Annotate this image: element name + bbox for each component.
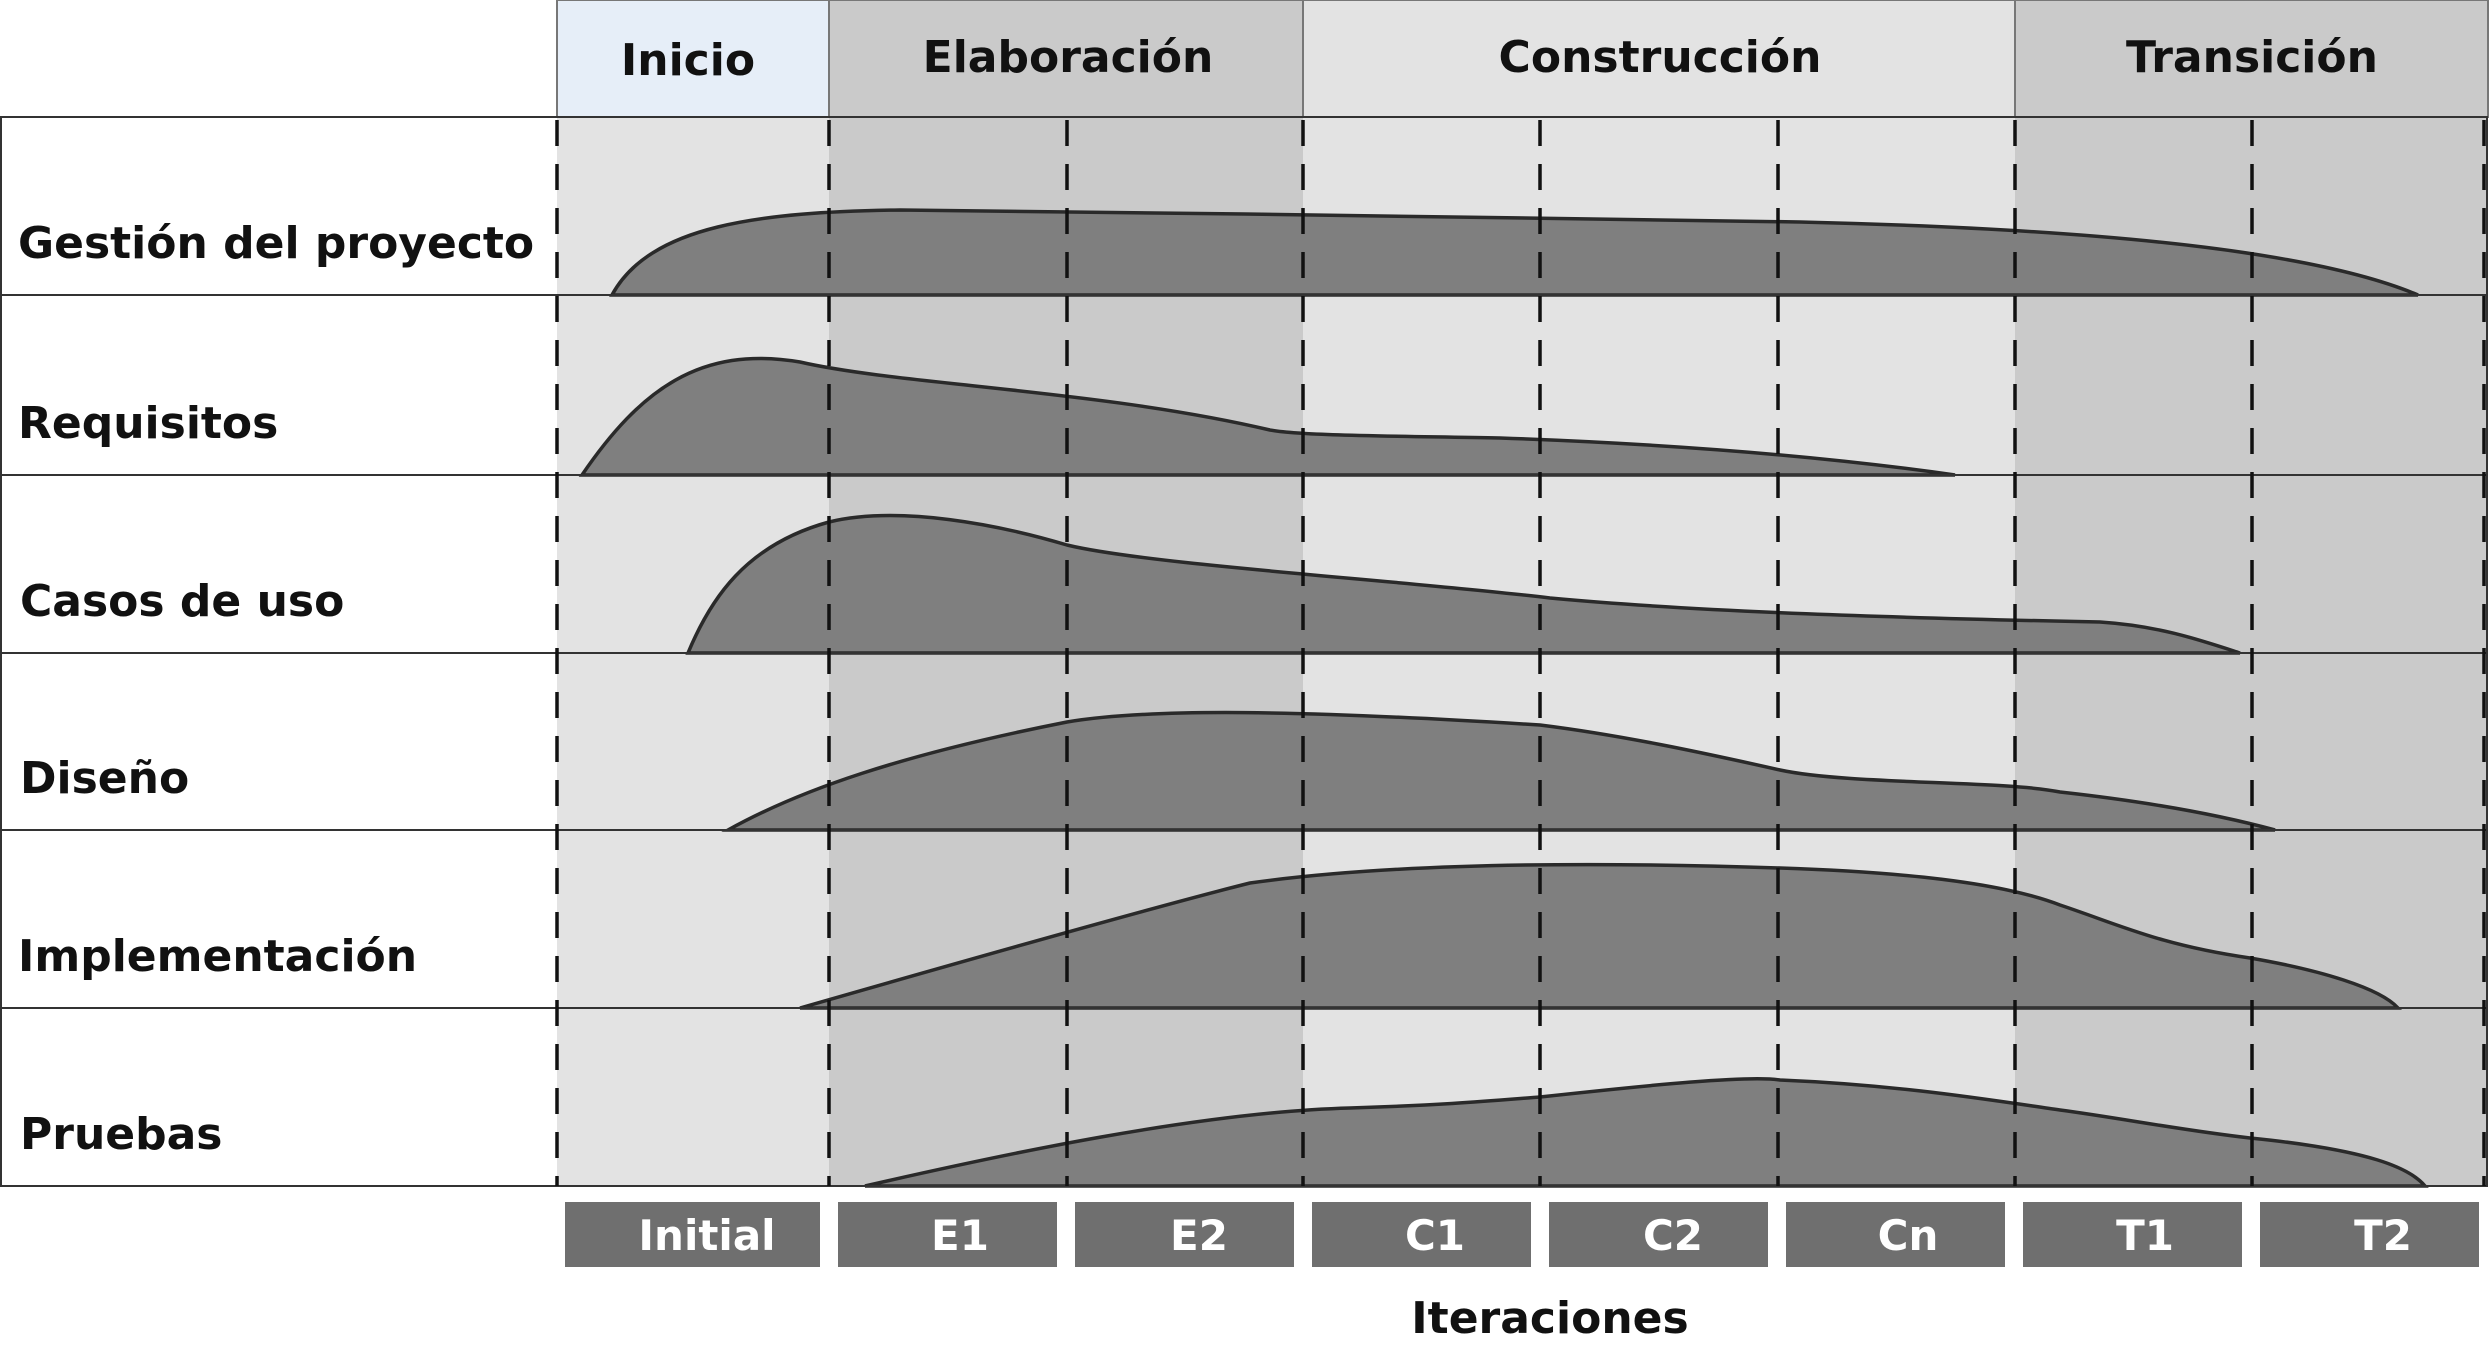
hump-gestion-del-proyecto: [609, 208, 2419, 297]
iteration-e2-box: [1075, 1202, 1294, 1267]
phase-transicion-box: [2014, 0, 2489, 118]
iteration-e1-label: E1: [931, 1211, 989, 1260]
iteration-t2-box: [2260, 1202, 2479, 1267]
iteration-e2-label: E2: [1170, 1211, 1228, 1260]
phase-construccion-box: [1302, 0, 2016, 118]
discipline-gestion-del-proyecto: Gestión del proyecto: [18, 218, 534, 269]
iteration-t1-label: T1: [2116, 1211, 2174, 1260]
iteration-c1-box: [1312, 1202, 1531, 1267]
hump-diseno: [721, 710, 2276, 832]
row-separators: [0, 116, 2488, 1187]
workload-humps: [578, 208, 2429, 1188]
phase-elaboracion-box: [828, 0, 1304, 118]
phase-header: Inicio Elaboración Construcción Transici…: [556, 0, 2489, 118]
iteration-cn-label: Cn: [1878, 1211, 1939, 1260]
iteration-e1-box: [838, 1202, 1057, 1267]
discipline-labels: Gestión del proyecto Requisitos Casos de…: [18, 218, 534, 1160]
iteration-c2-box: [1549, 1202, 1768, 1267]
discipline-implementacion: Implementación: [18, 931, 417, 982]
discipline-pruebas: Pruebas: [20, 1109, 223, 1160]
hump-pruebas: [864, 1076, 2429, 1188]
discipline-diseno: Diseño: [20, 753, 189, 804]
iteration-bar: Initial E1 E2 C1 C2 Cn T1 T2: [565, 1202, 2479, 1267]
hump-implementacion: [799, 862, 2402, 1010]
phase-inicio-label: Inicio: [621, 35, 755, 86]
iteration-initial-box: [565, 1202, 820, 1267]
phase-inicio-box: [556, 0, 830, 118]
iteration-t1-box: [2023, 1202, 2242, 1267]
discipline-casos-de-uso: Casos de uso: [20, 576, 344, 627]
discipline-requisitos: Requisitos: [18, 398, 278, 449]
iteration-t2-label: T2: [2354, 1211, 2412, 1260]
iterations-axis-label: Iteraciones: [1411, 1293, 1688, 1344]
iteration-initial-label: Initial: [638, 1211, 775, 1260]
phase-elaboracion-label: Elaboración: [923, 32, 1214, 83]
iteration-cn-box: [1786, 1202, 2005, 1267]
phase-transicion-label: Transición: [2126, 32, 2378, 83]
phase-construccion-label: Construcción: [1499, 32, 1822, 83]
iteration-c1-label: C1: [1405, 1211, 1465, 1260]
hump-requisitos: [578, 356, 1956, 477]
iteration-c2-label: C2: [1643, 1211, 1703, 1260]
iteration-boundaries: [555, 120, 2486, 1186]
